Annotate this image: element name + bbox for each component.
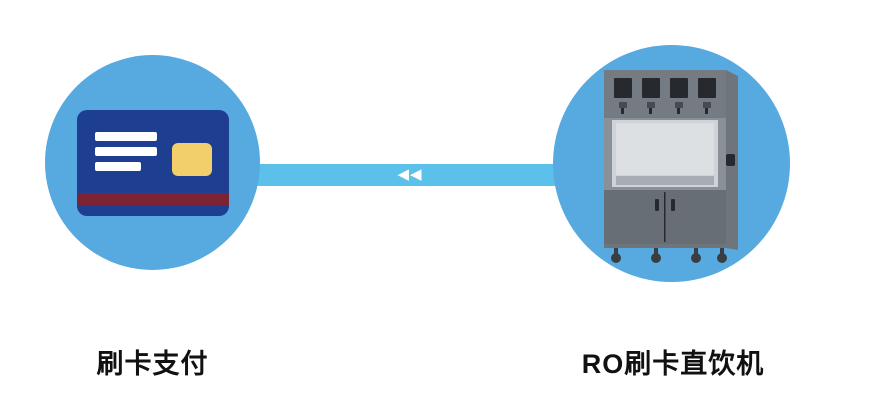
card-payment-label: 刷卡支付 xyxy=(96,349,209,379)
card-text-line xyxy=(94,161,141,171)
casters xyxy=(603,243,727,263)
card-text-line xyxy=(94,131,157,141)
water-dispenser-icon xyxy=(603,69,738,263)
card-text-line xyxy=(94,146,157,156)
card-payment-node xyxy=(45,55,260,270)
dispenser-panel xyxy=(603,69,726,118)
water-machine-node xyxy=(553,45,790,282)
water-machine-label: RO刷卡直饮机 xyxy=(581,349,765,379)
dispensing-recess xyxy=(611,119,718,187)
left-arrows-icon: ◀◀ xyxy=(397,165,423,183)
connector-bar: ◀◀ xyxy=(200,164,620,186)
cabinet-doors xyxy=(603,189,726,244)
card-chip xyxy=(171,142,212,176)
side-valve xyxy=(725,153,735,166)
credit-card-icon xyxy=(76,109,229,216)
card-magnetic-band xyxy=(76,192,229,205)
